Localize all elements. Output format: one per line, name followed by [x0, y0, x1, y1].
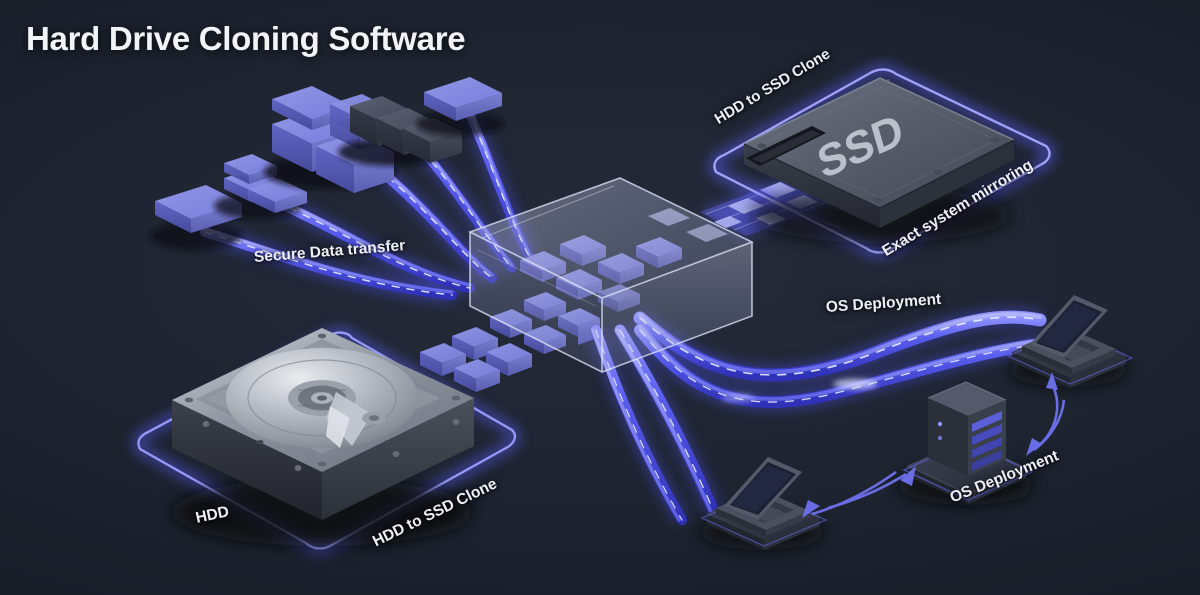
- translucent-processing-box: [467, 177, 755, 374]
- ssd-glow-outline: [710, 66, 1053, 256]
- memory-module-5: [416, 77, 504, 136]
- memory-module-2: [214, 154, 307, 219]
- server-rack: [898, 381, 1034, 505]
- hdd-glow-outline: [134, 329, 519, 552]
- data-ribbons-right: [589, 309, 1047, 525]
- page-title: Hard Drive Cloning Software: [26, 20, 466, 57]
- memory-modules-cluster: [150, 77, 504, 250]
- hard-disk-drive: [172, 328, 474, 546]
- laptop-right: [1006, 295, 1134, 388]
- deployment-arrows: [802, 372, 1066, 518]
- memory-module-1: [150, 185, 242, 250]
- solid-state-drive: SSD: [743, 77, 1015, 243]
- laptop-bottom: [700, 457, 828, 550]
